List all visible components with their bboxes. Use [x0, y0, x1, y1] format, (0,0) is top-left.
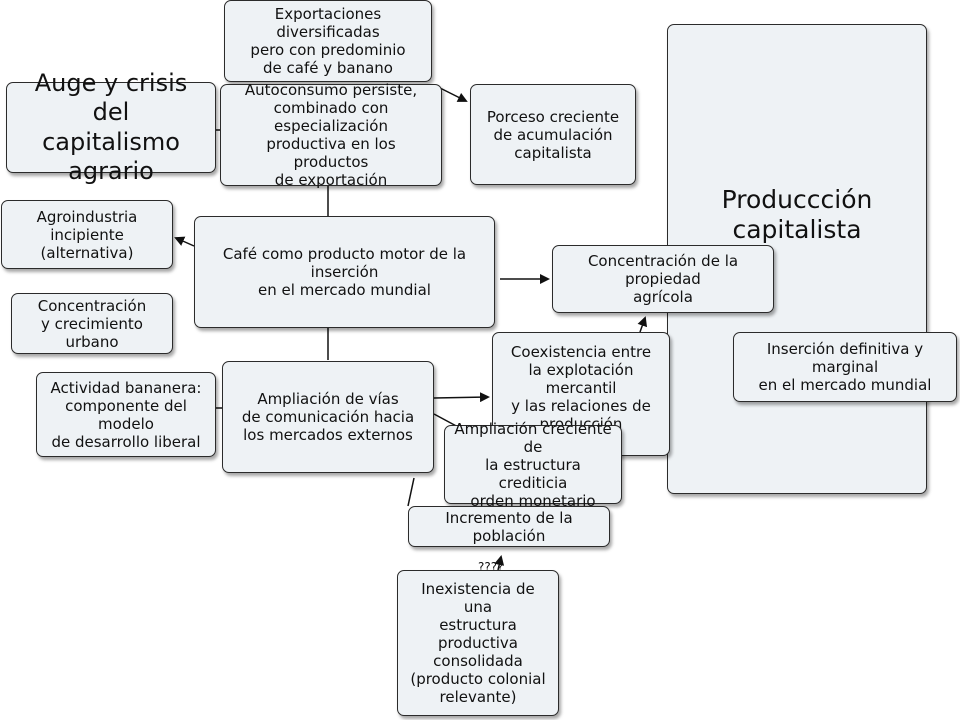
node-concentracion-urbana: Concentración y crecimiento urbano	[11, 293, 173, 354]
node-produccion-label: Produccción capitalista	[721, 185, 873, 244]
node-inexistencia-estructura: Inexistencia de una estructura productiv…	[397, 570, 559, 716]
arrow-inexistencia-to-poblacion	[494, 555, 505, 571]
node-actividad-bananera: Actividad bananera: componente del model…	[36, 372, 216, 457]
arrow-to-agroindustria	[174, 236, 195, 247]
node-cafe-motor: Café como producto motor de la inserción…	[194, 216, 495, 328]
arrow-to-proceso	[439, 87, 468, 102]
node-autoconsumo: Autoconsumo persiste, combinado con espe…	[220, 81, 442, 189]
node-ampliacion-crediticia: Ampliación creciente de la estructura cr…	[444, 420, 622, 510]
node-agroindustria: Agroindustria incipiente (alternativa)	[1, 200, 173, 269]
arrow-to-coexistencia	[433, 392, 490, 403]
arrow-coexistencia-up	[637, 316, 648, 333]
node-insercion-mercado: Inserción definitiva y marginal en el me…	[733, 332, 957, 402]
connector-to-poblacion	[407, 477, 415, 507]
node-incremento-poblacion: Incremento de la población	[408, 506, 610, 547]
node-proceso-acumulacion: Porceso creciente de acumulación capital…	[470, 84, 636, 185]
node-concentracion-propiedad: Concentración de la propiedad agrícola	[552, 245, 774, 313]
node-ampliacion-vias: Ampliación de vías de comunicación hacia…	[222, 361, 434, 473]
node-exportaciones: Exportaciones diversificadas pero con pr…	[224, 0, 432, 82]
node-title-auge-crisis: Auge y crisis del capitalismo agrario	[6, 69, 216, 185]
